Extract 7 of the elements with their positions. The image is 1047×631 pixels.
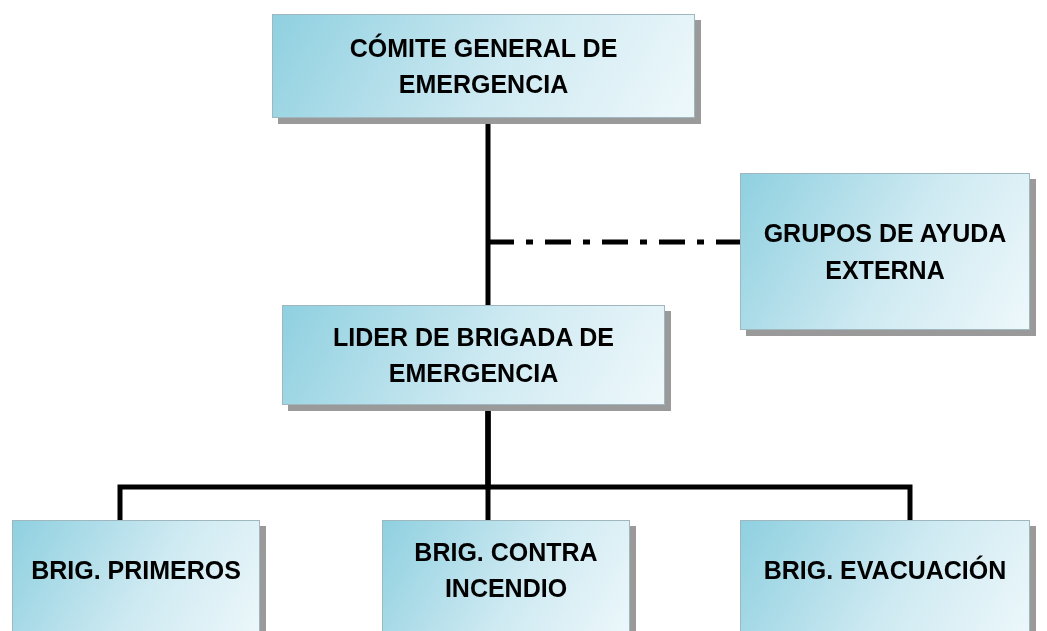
box-label: BRIG. PRIMEROS: [31, 554, 241, 586]
box-label: BRIG. EVACUACIÓN: [763, 554, 1007, 586]
box-label: CÓMITE GENERAL DE EMERGENCIA: [348, 32, 619, 100]
box-label: GRUPOS DE AYUDA EXTERNA: [762, 218, 1008, 286]
dash-dot-line: [488, 239, 740, 245]
box-label: LIDER DE BRIGADA DE EMERGENCIA: [332, 321, 615, 389]
box-label: BRIG. CONTRA INCENDIO: [413, 536, 599, 604]
